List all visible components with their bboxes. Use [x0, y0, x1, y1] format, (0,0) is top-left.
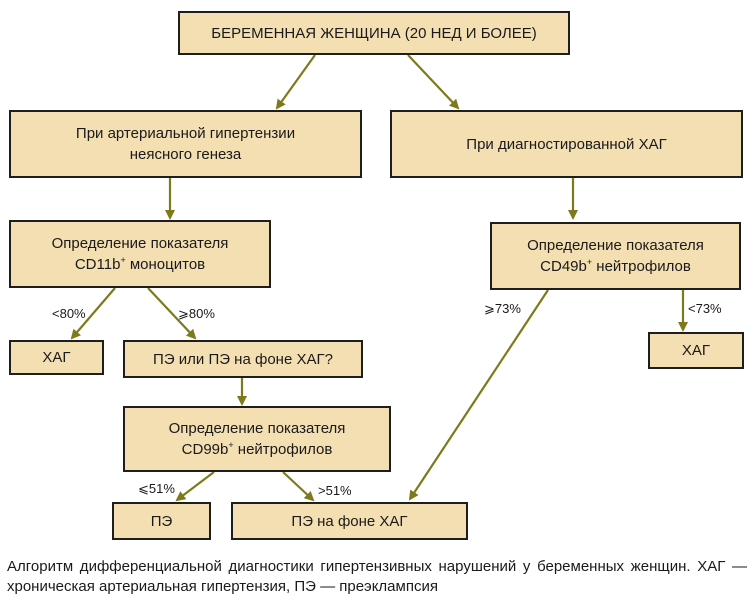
cd49b-target: нейтрофилов — [592, 258, 691, 275]
cd49b-marker: CD49b — [540, 258, 587, 275]
node-unclear-hypertension-line2: неясного генеза — [129, 146, 242, 163]
node-unclear-hypertension-line1: При артериальной гипертензии — [75, 125, 296, 142]
node-unclear-hypertension-text: При артериальной гипертензии неясного ге… — [76, 123, 295, 165]
edge-label-lt80: <80% — [52, 306, 86, 321]
node-hag-right: ХАГ — [648, 332, 744, 369]
node-cd11b-test: Определение показателя CD11b+ моноцитов — [9, 220, 271, 288]
edge-label-lt73: <73% — [688, 301, 722, 316]
node-pe: ПЭ — [112, 502, 211, 540]
node-hag-right-label: ХАГ — [681, 342, 711, 359]
root-node: БЕРЕМЕННАЯ ЖЕНЩИНА (20 НЕД И БОЛЕЕ) — [178, 11, 570, 55]
node-diagnosed-hag-label: При диагностированной ХАГ — [466, 135, 667, 153]
node-pe-question-label: ПЭ или ПЭ на фоне ХАГ? — [153, 350, 333, 368]
node-cd49b-test: Определение показателя CD49b+ нейтрофило… — [490, 222, 741, 290]
node-cd49b-line1: Определение показателя — [527, 237, 704, 254]
node-cd99b-test-text: Определение показателя CD99b+ нейтрофило… — [169, 418, 346, 460]
figure-caption: Алгоритм дифференциальной диагностики ги… — [7, 558, 747, 595]
node-unclear-hypertension: При артериальной гипертензии неясного ге… — [9, 110, 362, 178]
root-node-label: БЕРЕМЕННАЯ ЖЕНЩИНА (20 НЕД И БОЛЕЕ) — [211, 24, 537, 42]
cd11b-superscript: + — [120, 255, 126, 265]
arrow-cd99b-to-pe — [175, 471, 215, 502]
arrow-cd11b-to-pe-question — [147, 287, 197, 340]
cd49b-superscript: + — [586, 257, 593, 267]
node-cd11b-line1: Определение показателя — [51, 235, 229, 252]
arrow-root-to-right — [407, 54, 460, 110]
node-hag-left: ХАГ — [9, 340, 104, 375]
edge-label-gt51: >51% — [318, 483, 352, 498]
cd99b-marker: CD99b — [181, 441, 229, 458]
cd11b-target: моноцитов — [125, 256, 206, 273]
arrow-cd11b-to-hag — [70, 287, 116, 340]
cd99b-superscript: + — [228, 440, 234, 450]
node-cd99b-line2: CD99b+ нейтрофилов — [169, 439, 346, 460]
node-cd99b-test: Определение показателя CD99b+ нейтрофило… — [123, 406, 391, 472]
node-pe-on-hag-label: ПЭ на фоне ХАГ — [291, 512, 408, 530]
cd99b-target: нейтрофилов — [233, 441, 333, 458]
edge-label-ge80: ⩾80% — [178, 306, 215, 321]
node-pe-label: ПЭ — [150, 512, 173, 530]
node-cd11b-test-text: Определение показателя CD11b+ моноцитов — [52, 233, 229, 275]
edge-label-ge73: ⩾73% — [484, 301, 521, 316]
node-cd99b-line1: Определение показателя — [168, 420, 346, 437]
arrow-cd99b-to-pe-on-hag — [282, 471, 315, 502]
arrow-cd49b-to-pe-on-hag — [408, 289, 549, 501]
node-pe-question: ПЭ или ПЭ на фоне ХАГ? — [123, 340, 363, 378]
node-cd49b-line2: CD49b+ нейтрофилов — [527, 256, 704, 277]
node-pe-on-hag: ПЭ на фоне ХАГ — [231, 502, 468, 540]
cd11b-marker: CD11b — [74, 256, 121, 273]
edge-label-le51: ⩽51% — [138, 481, 175, 496]
node-cd11b-line2: CD11b+ моноцитов — [52, 254, 229, 275]
node-cd49b-test-text: Определение показателя CD49b+ нейтрофило… — [527, 235, 704, 277]
node-diagnosed-hag: При диагностированной ХАГ — [390, 110, 743, 178]
node-hag-left-label: ХАГ — [42, 349, 71, 366]
arrow-root-to-left — [275, 54, 316, 110]
